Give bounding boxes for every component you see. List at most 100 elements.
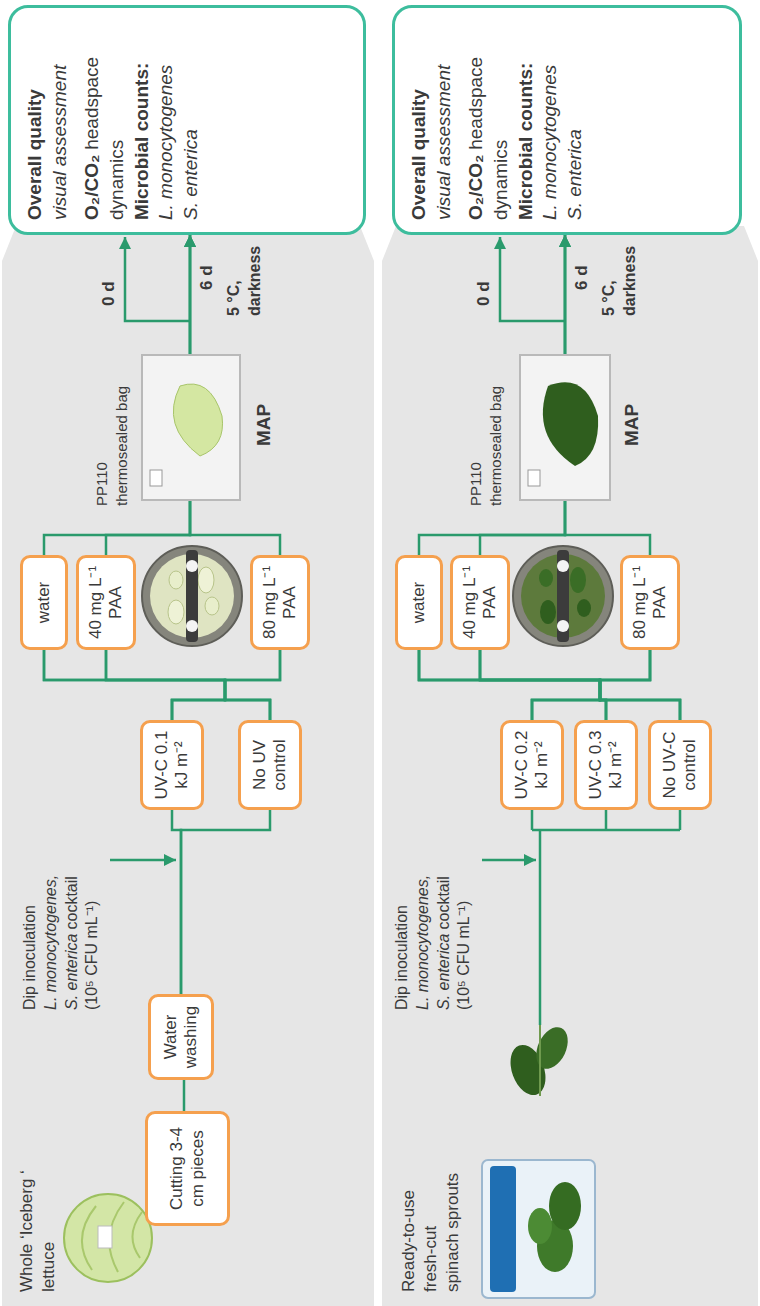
process-box: 40 mg L⁻¹ PAA <box>450 555 510 650</box>
box-text: S. enterica <box>179 20 204 220</box>
illustration-part <box>205 597 219 615</box>
lettuce-photo <box>64 1194 152 1282</box>
annotation-label: Dip inoculation <box>20 835 41 1010</box>
process-band <box>382 226 758 1306</box>
process-box: 80 mg L⁻¹ PAA <box>250 555 310 650</box>
annotation-label: (10⁵ CFU mL⁻¹) <box>82 835 103 1010</box>
annotation-label: S. enterica <box>435 934 452 1010</box>
label-group: Whole ‘Iceberg ‘ lettuce <box>16 1142 60 1292</box>
flow-connector <box>172 810 181 994</box>
box-text: Overall quality <box>23 20 48 220</box>
box-text: 80 mg L⁻¹ PAA <box>630 562 671 643</box>
day0-branch <box>500 237 565 321</box>
illustration-part <box>539 1025 541 1096</box>
box-text: UV-C 0.2 kJ m⁻² <box>512 727 553 803</box>
process-box: No UV-C control <box>648 720 712 810</box>
illustration-part <box>557 560 569 572</box>
edge-group <box>44 235 680 1111</box>
illustration-part <box>173 384 222 456</box>
box-text: water <box>409 582 429 624</box>
illustration-part <box>198 567 214 593</box>
illustration-part <box>82 1202 142 1272</box>
flow-connector <box>480 650 600 720</box>
label-group: 0 d <box>473 262 495 306</box>
label-group: Ready-to-use fresh-cut spinach sprouts <box>398 1167 464 1292</box>
box-text: visual assessment <box>48 20 73 220</box>
flow-connector <box>419 650 600 720</box>
label-group: MAP <box>620 386 645 446</box>
box-text: Microbial counts: <box>514 20 539 220</box>
box-text: Overall quality <box>407 20 432 220</box>
illustration-part <box>513 546 613 646</box>
illustration-part <box>577 599 591 617</box>
annotation-label: 6 d <box>571 246 593 290</box>
flow-connector <box>106 650 225 720</box>
annotation-label: 0 d <box>98 262 120 306</box>
flow-connector <box>600 650 650 720</box>
illustration-part <box>168 600 184 624</box>
label-group: 6 d <box>196 246 218 290</box>
illustration-part <box>570 567 586 593</box>
box-text: water <box>34 582 54 624</box>
day0-branch <box>125 237 190 321</box>
illustration-part <box>528 1208 552 1244</box>
box-text: No UV control <box>250 727 291 803</box>
flow-connector <box>480 650 680 720</box>
box-text: No UV-C control <box>660 727 701 803</box>
outcome-box: Overall qualityvisual assessmentO₂/CO₂he… <box>392 5 742 235</box>
illustration-part <box>150 470 162 486</box>
box-text: Microbial counts: <box>130 20 155 220</box>
illustration-part <box>539 569 553 587</box>
annotation-label: PP110 thermosealed bag <box>92 376 131 506</box>
annotation-label: cocktail <box>63 876 80 929</box>
flow-connector <box>532 650 650 720</box>
annotation-label: 0 d <box>473 262 495 306</box>
outcome-text: Overall qualityvisual assessmentO₂/CO₂he… <box>23 20 204 220</box>
process-box: UV-C 0.2 kJ m⁻² <box>500 720 564 810</box>
annotation-label: 5 °C, darkness <box>599 240 641 316</box>
label-group: PP110 thermosealed bag <box>92 376 131 506</box>
illustration-part <box>520 355 610 500</box>
illustration-part <box>543 382 598 466</box>
washing-tank-photo <box>142 546 242 646</box>
illustration-part <box>142 355 240 500</box>
box-text: L. monocytogenes <box>538 20 563 220</box>
label-group: 5 °C, darkness <box>599 240 641 316</box>
flow-connector <box>600 650 680 720</box>
label-group: PP110 thermosealed bag <box>466 376 505 506</box>
box-text: 80 mg L⁻¹ PAA <box>260 562 301 643</box>
illustration-part <box>142 546 242 646</box>
box-text: L. monocytogenes <box>154 20 179 220</box>
box-text: Water washing <box>161 1001 202 1073</box>
annotation-label: 5 °C, darkness <box>224 240 266 316</box>
illustration-part <box>186 550 198 642</box>
label-group: Dip inoculationL. monocytogenes,S. enter… <box>20 835 103 1010</box>
annotation-label: 6 d <box>196 246 218 290</box>
illustration-part <box>169 571 183 589</box>
annotation-label: L. monocytogenes, <box>413 835 434 1010</box>
flow-connector <box>419 650 606 720</box>
outcome-text: Overall qualityvisual assessmentO₂/CO₂he… <box>407 20 588 220</box>
spinach-bag-photo <box>482 1160 595 1298</box>
annotation-label: Ready-to-use fresh-cut spinach sprouts <box>398 1167 464 1292</box>
annotation-label: PP110 thermosealed bag <box>466 376 505 506</box>
box-text: S. enterica <box>563 20 588 220</box>
process-box: UV-C 0.1 kJ m⁻² <box>140 720 204 810</box>
annotation-label: S. enterica <box>63 934 80 1010</box>
flow-connector <box>419 650 680 720</box>
box-text: 40 mg L⁻¹ PAA <box>460 562 501 643</box>
split-bracket <box>532 810 680 830</box>
process-box: 40 mg L⁻¹ PAA <box>76 555 136 650</box>
annotation-label: MAP <box>252 386 277 446</box>
box-text: UV-C 0.3 kJ m⁻² <box>586 727 627 803</box>
box-text: O₂/CO₂ <box>465 155 486 220</box>
process-box: Cutting 3-4 cm pieces <box>145 1111 230 1226</box>
annotation-label: MAP <box>620 386 645 446</box>
illustration-part <box>186 620 198 632</box>
label-group: MAP <box>252 386 277 446</box>
label-group: 6 d <box>571 246 593 290</box>
box-text: UV-C 0.1 kJ m⁻² <box>152 727 193 803</box>
label-group: Dip inoculationL. monocytogenes,S. enter… <box>392 835 475 1010</box>
illustration-part <box>530 1022 574 1074</box>
